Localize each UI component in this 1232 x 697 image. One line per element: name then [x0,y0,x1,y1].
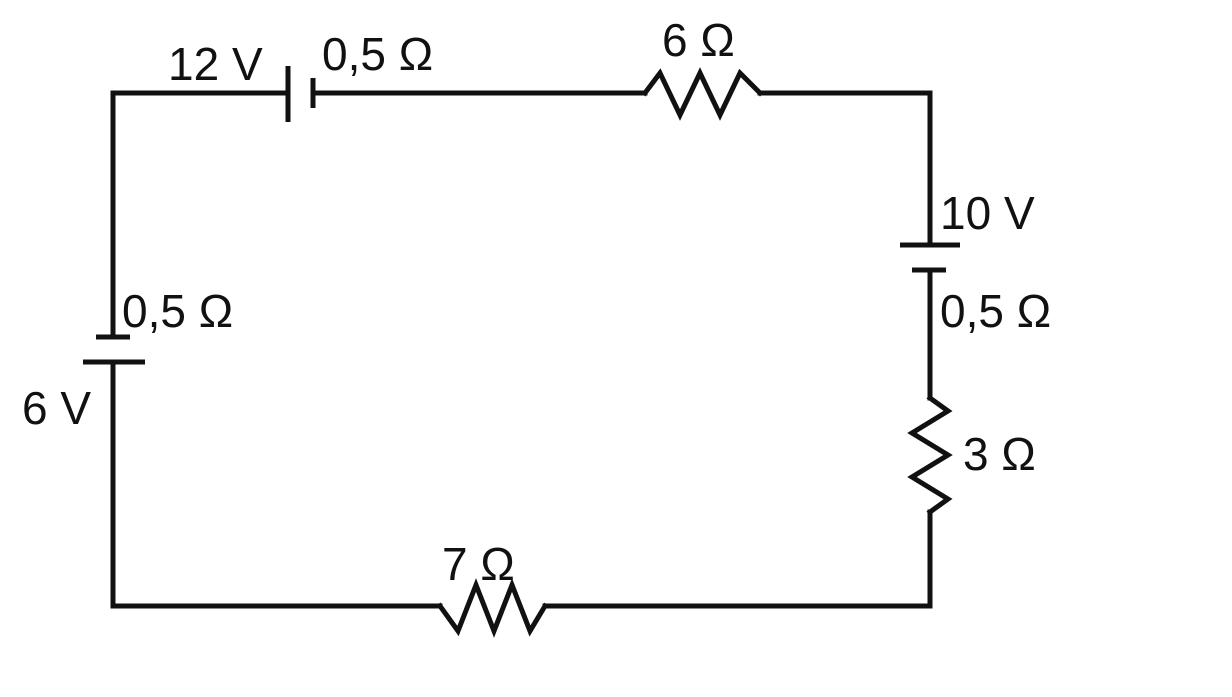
label-battery-right-emf: 10 V [940,187,1035,239]
label-battery-left-emf: 6 V [22,382,91,434]
label-resistor-bottom: 7 Ω [442,538,515,590]
label-battery-top-internal-resistance: 0,5 Ω [322,28,433,80]
label-resistor-right: 3 Ω [963,428,1036,480]
label-resistor-top: 6 Ω [662,14,735,66]
label-battery-left-internal-resistance: 0,5 Ω [122,285,233,337]
resistor-top [641,67,764,121]
label-battery-top-emf: 12 V [168,38,263,90]
resistor-bottom [436,578,549,638]
label-battery-right-internal-resistance: 0,5 Ω [940,285,1051,337]
resistor-right [907,394,953,516]
